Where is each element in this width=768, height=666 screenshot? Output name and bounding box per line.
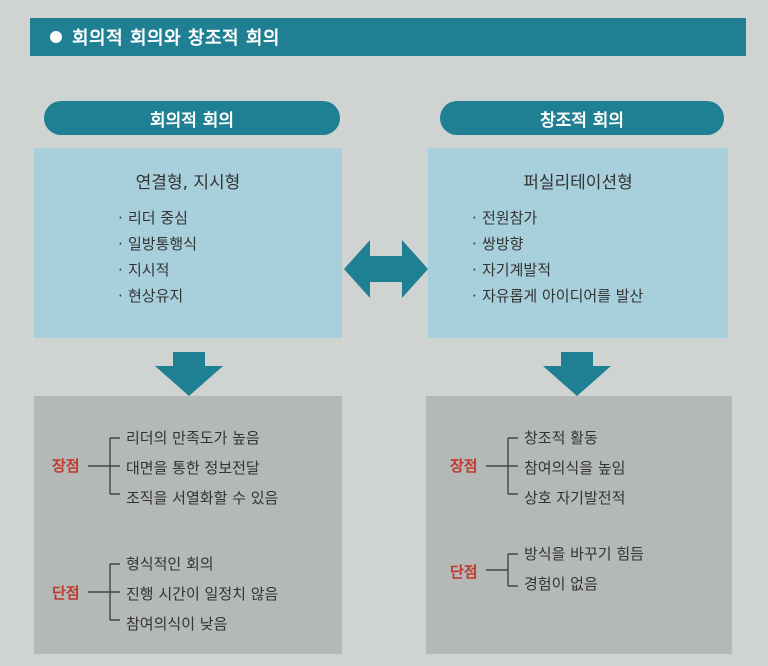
list-item: ·일방통행식 — [118, 231, 342, 257]
left-characteristics-box: 연결형, 지시형 ·리더 중심 ·일방통행식 ·지시적 ·현상유지 — [34, 148, 342, 338]
list-item: ·자유롭게 아이디어를 발산 — [472, 283, 728, 309]
right-column-header: 창조적 회의 — [440, 101, 724, 135]
left-pros-list: 리더의 만족도가 높음 대면을 통한 정보전달 조직을 서열화할 수 있음 — [126, 423, 278, 513]
list-item: 형식적인 회의 — [126, 555, 214, 573]
list-item: ·현상유지 — [118, 283, 342, 309]
bullet-dot-icon: · — [118, 235, 123, 253]
right-cons-list: 방식을 바꾸기 힘듬 경험이 없음 — [524, 539, 644, 599]
left-evaluation-box: 장점 리더의 만족도가 높음 대면을 통한 정보전달 조직을 서열화할 수 있음… — [34, 396, 342, 654]
bracket-connector — [486, 553, 518, 587]
bullet-dot-icon — [50, 31, 62, 43]
list-item: 방식을 바꾸기 힘듬 — [524, 545, 644, 563]
bracket-connector — [486, 437, 518, 495]
list-item: ·지시적 — [118, 257, 342, 283]
list-item: ·리더 중심 — [118, 205, 342, 231]
right-pros-label: 장점 — [450, 457, 478, 475]
right-characteristics-list: ·전원참가 ·쌍방향 ·자기계발적 ·자유롭게 아이디어를 발산 — [428, 205, 728, 309]
list-item: 리더의 만족도가 높음 — [126, 429, 260, 447]
list-item: 상호 자기발전적 — [524, 489, 626, 507]
list-item: 참여의식이 낮음 — [126, 615, 228, 633]
list-item: 조직을 서열화할 수 있음 — [126, 489, 279, 507]
right-characteristics-box: 퍼실리테이션형 ·전원참가 ·쌍방향 ·자기계발적 ·자유롭게 아이디어를 발산 — [428, 148, 728, 338]
bullet-dot-icon: · — [472, 209, 477, 227]
right-evaluation-box: 장점 창조적 활동 참여의식을 높임 상호 자기발전적 단점 방식을 바꾸기 힘… — [426, 396, 732, 654]
list-item: 경험이 없음 — [524, 575, 598, 593]
down-arrow-icon — [155, 352, 223, 396]
right-pros-list: 창조적 활동 참여의식을 높임 상호 자기발전적 — [524, 423, 625, 513]
list-item: ·자기계발적 — [472, 257, 728, 283]
bracket-connector — [88, 437, 120, 495]
list-item: ·쌍방향 — [472, 231, 728, 257]
left-column-header: 회의적 회의 — [44, 101, 340, 135]
list-item: ·전원참가 — [472, 205, 728, 231]
list-item: 대면을 통한 정보전달 — [126, 459, 260, 477]
right-type-heading: 퍼실리테이션형 — [523, 173, 633, 193]
list-item: 창조적 활동 — [524, 429, 598, 447]
bullet-dot-icon: · — [472, 235, 477, 253]
bracket-connector — [88, 563, 120, 621]
left-type-heading: 연결형, 지시형 — [135, 173, 241, 193]
left-pros-label: 장점 — [52, 457, 80, 475]
left-cons-list: 형식적인 회의 진행 시간이 일정치 않음 참여의식이 낮음 — [126, 549, 278, 639]
section-title: 회의적 회의와 창조적 회의 — [72, 28, 280, 49]
left-cons-label: 단점 — [52, 584, 80, 602]
bullet-dot-icon: · — [472, 287, 477, 305]
left-characteristics-list: ·리더 중심 ·일방통행식 ·지시적 ·현상유지 — [34, 205, 342, 309]
right-cons-label: 단점 — [450, 563, 478, 581]
bullet-dot-icon: · — [472, 261, 477, 279]
bullet-dot-icon: · — [118, 261, 123, 279]
list-item: 진행 시간이 일정치 않음 — [126, 585, 279, 603]
list-item: 참여의식을 높임 — [524, 459, 626, 477]
bullet-dot-icon: · — [118, 287, 123, 305]
bullet-dot-icon: · — [118, 209, 123, 227]
down-arrow-icon — [543, 352, 611, 396]
section-title-bar: 회의적 회의와 창조적 회의 — [30, 18, 746, 56]
double-arrow-icon — [344, 240, 428, 298]
